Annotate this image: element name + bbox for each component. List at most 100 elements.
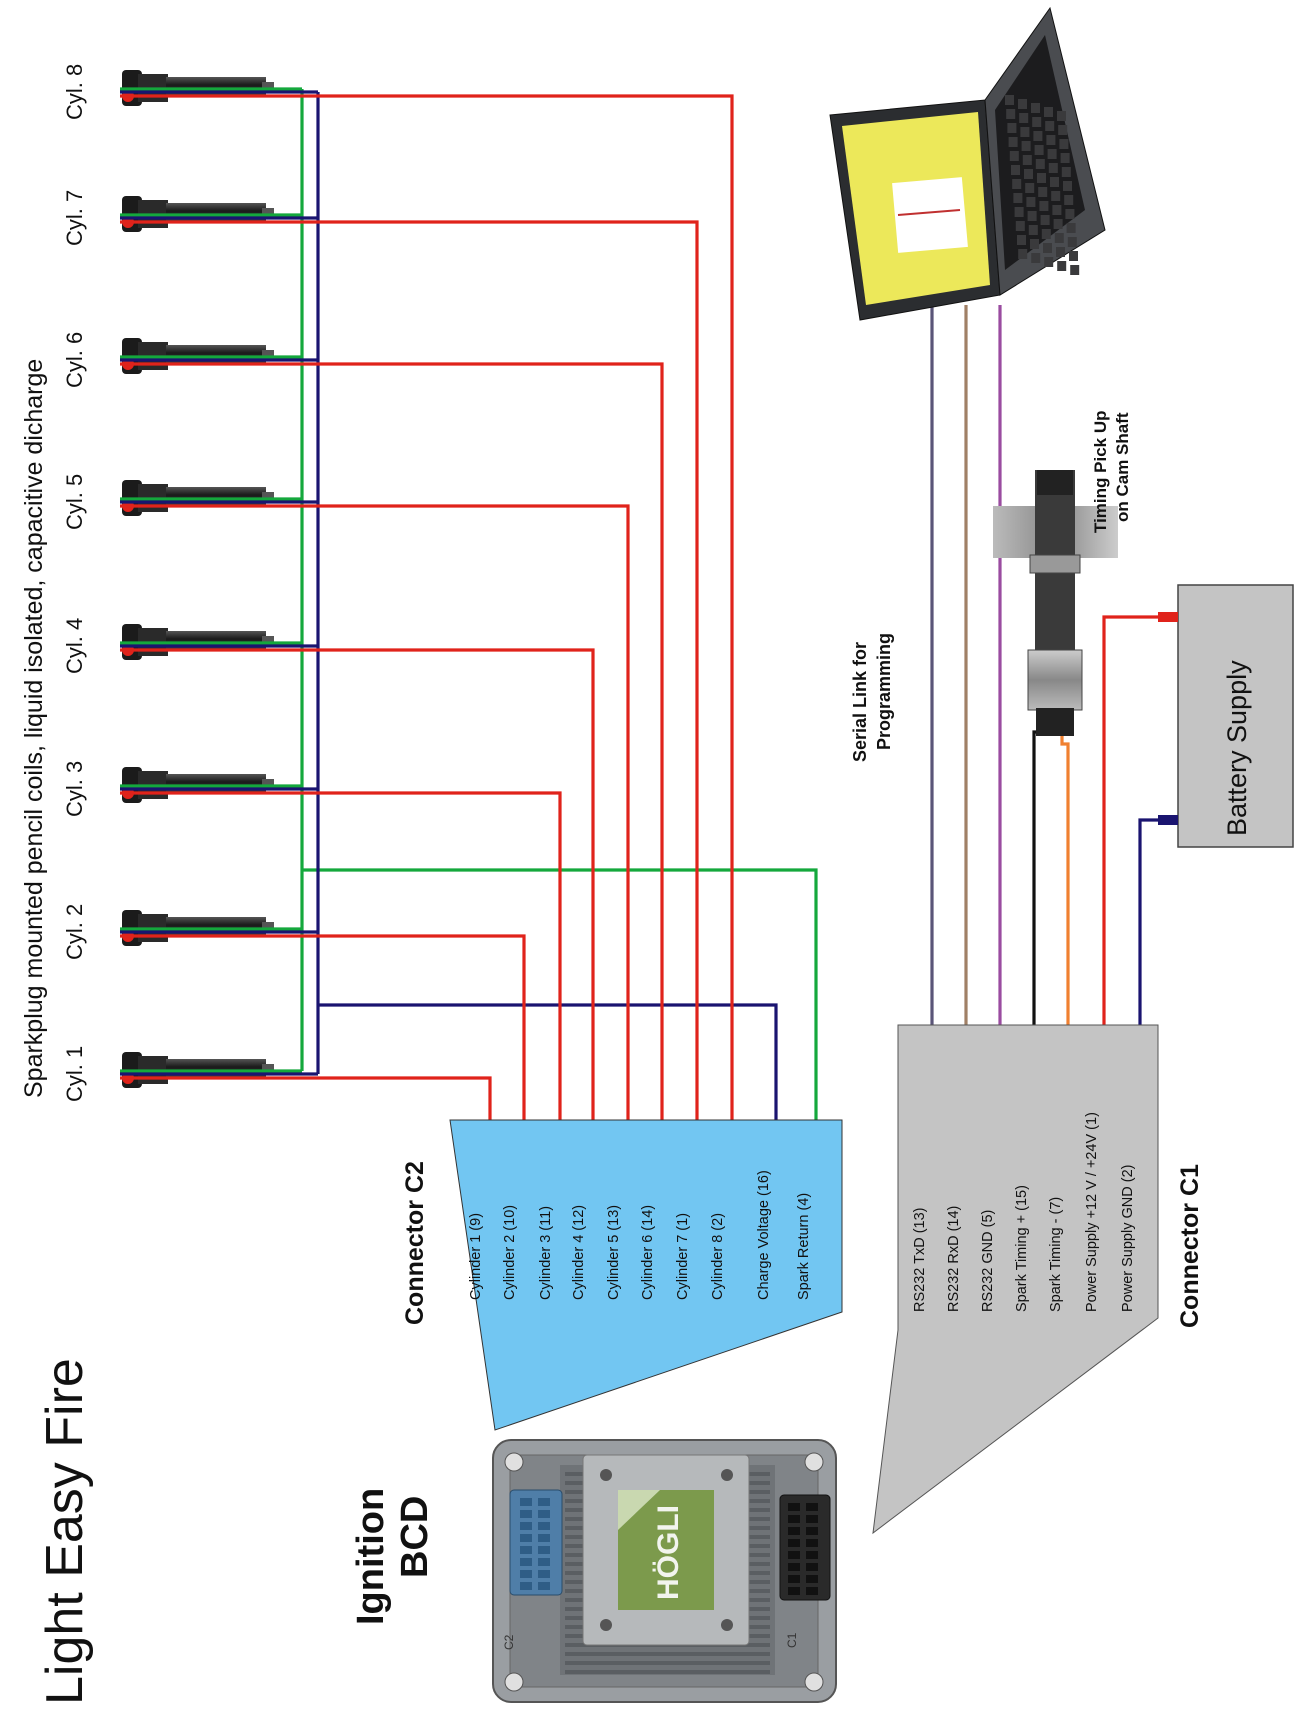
laptop-key [1035,159,1045,169]
port-pin [806,1551,818,1559]
battery-terminal-minus [1158,815,1178,825]
port-pin [806,1539,818,1547]
cylinder-label: Cyl. 2 [62,904,87,960]
port-pin [806,1515,818,1523]
port-pin [538,1570,550,1578]
c2-pin-label: Cylinder 7 (1) [675,1213,691,1300]
port-pin [788,1575,800,1583]
laptop-key [1025,183,1035,193]
ignition-label-line2: BCD [394,1496,436,1578]
laptop-key [1048,163,1058,173]
port-pin [520,1546,532,1554]
connector-c2: Connector C2 Cylinder 1 (9) Cylinder 2 (1… [401,1119,843,1431]
laptop-key [1043,243,1052,253]
port-pin [806,1563,818,1571]
port-pin [788,1539,800,1547]
cover-screw [721,1619,733,1631]
serial-link-label: Serial Link for Programming [850,633,894,762]
cylinder-wire [120,648,595,1310]
cylinder-wire [120,1076,492,1310]
cylinder-label: Cyl. 4 [62,618,87,674]
laptop [829,6,1106,321]
port-pin [538,1582,550,1590]
battery-supply: Battery Supply [1158,584,1294,848]
laptop-key [1022,155,1032,165]
c2-pin-label: Cylinder 4 (12) [571,1205,587,1300]
mount-hole [504,1672,524,1692]
port-pin [520,1558,532,1566]
laptop-key [1044,257,1054,267]
cylinder-label: Cyl. 6 [62,332,87,388]
c2-pin-label: Charge Voltage (16) [756,1170,772,1300]
coil-body [166,203,266,223]
port-pin [788,1563,800,1571]
laptop-key [1024,169,1033,179]
c1-pin-label: RS232 TxD (13) [912,1208,928,1313]
mount-hole [504,1452,524,1472]
port-pin [806,1527,818,1535]
laptop-key [1018,99,1027,109]
cylinder-label: Cyl. 5 [62,474,87,530]
port-pin [520,1534,532,1542]
laptop-key [1014,207,1024,217]
laptop-key [1028,225,1038,235]
connector-c1-shape [872,1024,1159,1535]
laptop-key [1026,197,1036,207]
coil-tip [262,208,274,218]
serial-link-line2: Programming [874,633,894,750]
sensor-connector [1027,649,1083,711]
port-pin [538,1498,550,1506]
coil-tip [262,922,274,932]
laptop-key [1009,151,1019,161]
laptop-key [1061,167,1071,177]
laptop-key [1015,221,1025,231]
port-pin [520,1582,532,1590]
port-pin [788,1503,800,1511]
c2-pin-label: Cylinder 2 (10) [502,1205,518,1300]
page-subtitle: Sparkplug mounted pencil coils, liquid i… [20,359,48,1098]
laptop-key [1059,139,1069,149]
port-pin [788,1527,800,1535]
c1-pin-label: RS232 GND (5) [980,1210,996,1312]
port-pin [538,1522,550,1530]
laptop-key [1011,165,1020,175]
laptop-key [1058,125,1068,135]
laptop-key [1069,251,1078,261]
laptop-key [1040,215,1050,225]
c2-pin-label: Cylinder 1 (9) [468,1213,484,1300]
c1-pin-label: Power Supply GND (2) [1120,1165,1136,1312]
connector-c2-title: Connector C2 [401,1161,429,1325]
laptop-key [1017,235,1026,245]
laptop-key [1057,261,1067,271]
c2-pin-label: Cylinder 6 (14) [640,1205,656,1300]
coil-body [166,487,266,507]
laptop-key [1012,179,1022,189]
coil-body [166,77,266,97]
laptop-key [1070,265,1080,275]
laptop-key [1056,247,1065,257]
laptop-key [1006,109,1016,119]
logo-mark [618,1490,660,1530]
c2-pin-label: Spark Return (4) [796,1193,812,1300]
c2-pin-label: Cylinder 3 (11) [538,1206,554,1300]
laptop-screen-trace [897,209,961,216]
port-pin [520,1510,532,1518]
laptop-key [1044,107,1053,117]
c1-pin-label: Spark Timing - (7) [1048,1197,1064,1312]
sensor-tip [1037,470,1073,495]
port-pin [538,1510,550,1518]
cylinder-label: Cyl. 3 [62,761,87,817]
c1-pin-label: RS232 RxD (14) [946,1206,962,1312]
cylinder-wire [120,504,630,1310]
laptop-key [1057,111,1066,121]
port-pin [520,1522,532,1530]
laptop-key [1031,103,1040,113]
laptop-key [1047,149,1057,159]
laptop-key [1032,117,1042,127]
device-port-c1 [779,1494,831,1601]
coil-body [166,345,266,365]
connector-c1-title: Connector C1 [1176,1164,1204,1328]
c1-pin-label: Spark Timing + (15) [1014,1185,1030,1312]
laptop-key [1053,219,1063,229]
